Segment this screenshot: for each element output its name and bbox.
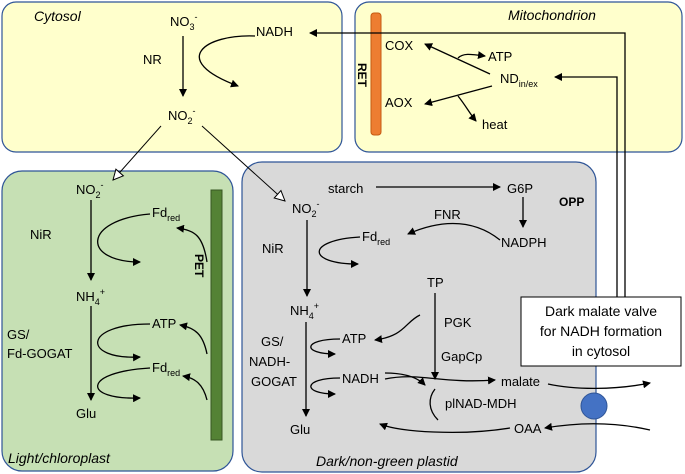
nd-to-cox-arrow [424,43,491,75]
chloroplast-fd2: Fdred [152,360,180,378]
mitochondrion-compartment [354,1,683,153]
no2-to-plastid-arrow [201,125,285,201]
plastid-nadh: NADH [342,371,379,386]
chloroplast-fd-curve2 [97,367,151,403]
cytosol-no2: NO2- [168,106,196,126]
mito-cox: COX [385,38,414,53]
cytosol-label: Cytosol [34,8,82,24]
mdh-cycle-bottom [379,422,511,433]
pet-label: PET [192,254,206,278]
plastid-pgk: PGK [444,315,472,330]
plastid-fd-curve [318,236,361,268]
plastid-nadph: NADPH [501,235,547,250]
malate-export-arrow [547,380,651,390]
plastid-gs3: GOGAT [251,374,297,389]
plastid-label: Dark/non-green plastid [316,453,459,469]
valve-line3: in cytosol [572,343,630,359]
pet-to-fd1-curve [176,224,208,263]
cytosol-no3: NO3- [170,12,198,32]
malate-oaa-transporter [580,392,608,420]
nd-to-aox-arrow [424,85,493,107]
chloroplast-label: Light/chloroplast [8,450,111,466]
pet-to-atp-curve [179,322,208,355]
plastid-no2: NO2- [292,199,320,219]
plastid-atp-curve [310,338,341,358]
nadh-export-line [309,29,626,300]
plastid-nir: NiR [262,241,284,256]
plastid-fd: Fdred [362,229,390,247]
chloroplast-gs2: Fd-GOGAT [7,346,73,361]
chloroplast-atp: ATP [152,316,176,331]
chloroplast-nir: NiR [30,227,52,242]
plastid-nh4: NH4+ [290,301,319,321]
ret-label: RET [355,63,369,88]
plastid-plnad-mdh: plNAD-MDH [445,396,517,411]
plastid-nadh-curve [310,377,341,398]
no2-to-chloroplast-arrow [113,125,162,180]
mdh-cycle-top [384,376,496,385]
chloroplast-gs1: GS/ [7,327,30,342]
mito-heat: heat [482,117,508,132]
chloroplast-fd-curve1 [97,213,151,266]
plastid-tp: TP [427,275,444,290]
valve-line2: for NADH formation [540,323,662,339]
pgk-loop [374,314,421,344]
mito-atp: ATP [488,49,512,64]
nadh-to-nd-line [554,73,618,300]
plastid-atp: ATP [342,331,366,346]
mito-nd: NDin/ex [500,71,538,89]
chloroplast-atp-curve [97,323,151,362]
plastid-fnr: FNR [434,207,461,222]
atp-branch [457,51,486,60]
cytosol-nadh-curve [198,35,256,88]
plastid-glu: Glu [290,422,310,437]
chloroplast-nh4: NH4+ [76,287,105,307]
valve-line1: Dark malate valve [545,303,657,319]
cytosol-compartment [1,1,343,153]
chloroplast-no2: NO2- [76,180,104,200]
plastid-malate: malate [501,374,540,389]
plastid-g6p: G6P [507,181,533,196]
cytosol-nr: NR [143,52,162,67]
ret-bar [370,12,382,136]
chloroplast-fd1: Fdred [152,205,180,223]
pet-bar [210,189,223,441]
heat-branch [457,95,477,122]
plastid-gs2: NADH- [249,354,290,369]
nadph-to-fd-curve [407,222,501,241]
chloroplast-glu: Glu [76,406,96,421]
pet-to-fd2-curve [182,373,208,401]
plastid-oaa: OAA [514,421,542,436]
oaa-import-arrow [544,422,651,431]
mito-aox: AOX [385,95,413,110]
chloroplast-compartment [1,170,234,472]
plastid-opp: OPP [559,195,584,209]
malate-valve-box [520,296,682,367]
mitochondrion-label: Mitochondrion [508,7,596,23]
mdh-cycle-left [429,388,439,421]
plastid-starch: starch [328,181,363,196]
plastid-gapcp: GapCp [441,349,482,364]
cytosol-nadh: NADH [256,24,293,39]
plastid-gs1: GS/ [261,334,284,349]
